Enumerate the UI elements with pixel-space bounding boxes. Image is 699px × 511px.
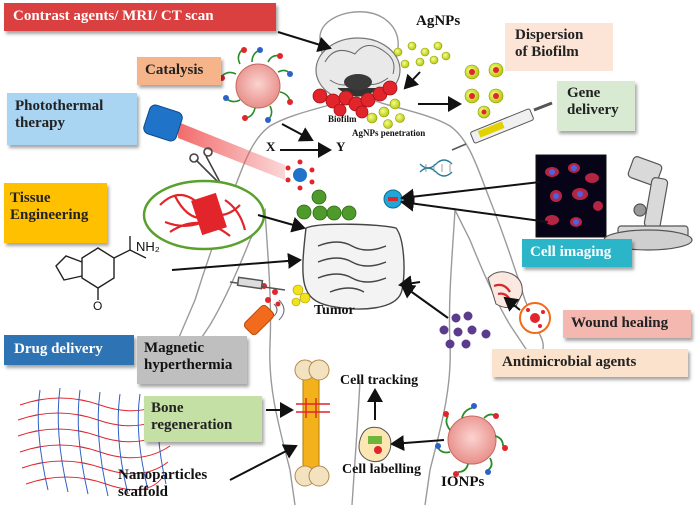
cell-labelling-label: Cell labelling — [342, 462, 421, 477]
cell-imaging-label: Cell imaging — [522, 239, 632, 267]
bone-line-1: Bone — [151, 400, 184, 416]
gene-line-2: delivery — [567, 102, 619, 119]
y-label: Y — [336, 139, 346, 154]
agnps-penetration-label: AgNPs penetration — [352, 128, 426, 138]
wound-healing-particle — [519, 302, 551, 334]
tissue-engineering-label: Tissue Engineering — [4, 183, 107, 243]
dispersion-line-2: of Biofilm — [515, 44, 579, 61]
arrows — [171, 31, 549, 481]
agnps-penetration-particles — [366, 98, 405, 129]
cell-tracking-label: Cell tracking — [340, 373, 419, 388]
ionps-label: IONPs — [441, 474, 485, 490]
biofilm-cluster — [312, 80, 398, 119]
brain-illustration — [315, 37, 401, 103]
x-label: X — [266, 139, 276, 154]
antimicrobial-agents-label: Antimicrobial agents — [492, 349, 688, 377]
arrow-contrast-to-brain — [277, 31, 332, 53]
dispersion-particles — [464, 62, 504, 119]
agnps-label: AgNPs — [416, 13, 461, 29]
arrow-tissue — [257, 214, 306, 233]
arrow-agnps-to-biofilm — [403, 71, 421, 90]
biofilm-label: Biofilm — [328, 114, 357, 124]
magnetic-line-2: hyperthermia — [144, 357, 233, 374]
photothermal-target-particle — [285, 159, 315, 191]
bone-regeneration-label: Bone regeneration — [144, 396, 262, 442]
tissue-engineering-illustration — [142, 179, 266, 251]
catalysis-nanoparticle — [219, 47, 293, 123]
photothermal-line-2: therapy — [15, 115, 65, 132]
arrow-catalysis — [281, 123, 314, 142]
drug-delivery-label: Drug delivery — [4, 335, 134, 365]
contrast-agents-label: Contrast agents/ MRI/ CT scan — [4, 3, 276, 31]
magnetic-device — [243, 299, 285, 336]
tumor-particles — [229, 276, 311, 307]
magnetic-hyperthermia-label: Magnetic hyperthermia — [137, 336, 247, 384]
photothermal-line-1: Photothermal — [15, 98, 104, 114]
photothermal-laser — [143, 104, 285, 180]
nano-line-2: scaffold — [118, 484, 168, 501]
agnps-particles — [393, 41, 451, 69]
nanoparticles-scaffold-label: Nanoparticles scaffold — [118, 467, 207, 502]
gene-delivery-label: Gene delivery — [557, 81, 635, 131]
nano-line-1: Nanoparticles — [118, 467, 208, 483]
arrow-ionps — [390, 435, 445, 452]
bone-line-2: regeneration — [151, 417, 233, 434]
cell-labelling-illustration — [358, 426, 392, 463]
arrow-wound-particle — [503, 296, 521, 312]
methoxy-oxygen-label: O — [93, 299, 103, 313]
dna-helix-icon — [419, 159, 453, 177]
tissue-line-1: Tissue — [10, 190, 51, 206]
intestine-illustration — [302, 223, 405, 310]
green-nanoparticles — [296, 189, 357, 221]
tumor-label: Tumor — [314, 303, 355, 318]
cell-imaging-micrograph — [535, 154, 607, 238]
cell-imaging-probe — [383, 189, 403, 209]
magnetic-line-1: Magnetic — [144, 340, 204, 356]
arrow-scaffold — [229, 444, 298, 481]
gene-line-1: Gene — [567, 85, 601, 101]
microscope-icon — [603, 156, 693, 251]
photothermal-therapy-label: Photothermal therapy — [7, 93, 137, 145]
arrow-antimicrobial — [400, 283, 449, 319]
wound-hand-illustration — [487, 271, 523, 309]
bone-illustration — [294, 359, 330, 487]
ionps-particle — [435, 403, 508, 477]
catalysis-label: Catalysis — [137, 57, 221, 85]
amine-group-label: NH₂ — [136, 239, 160, 254]
antimicrobial-particles — [439, 311, 491, 349]
dispersion-line-1: Dispersion — [515, 27, 584, 43]
mdma-molecule — [55, 236, 147, 300]
wound-healing-label: Wound healing — [563, 310, 691, 338]
syringe-icon — [451, 101, 553, 151]
arrow-molecule — [171, 252, 302, 271]
tissue-line-2: Engineering — [10, 207, 89, 224]
dispersion-of-biofilm-label: Dispersion of Biofilm — [505, 23, 613, 71]
arrow-cell-imaging-2 — [400, 195, 549, 223]
arrow-cell-imaging — [400, 181, 541, 205]
